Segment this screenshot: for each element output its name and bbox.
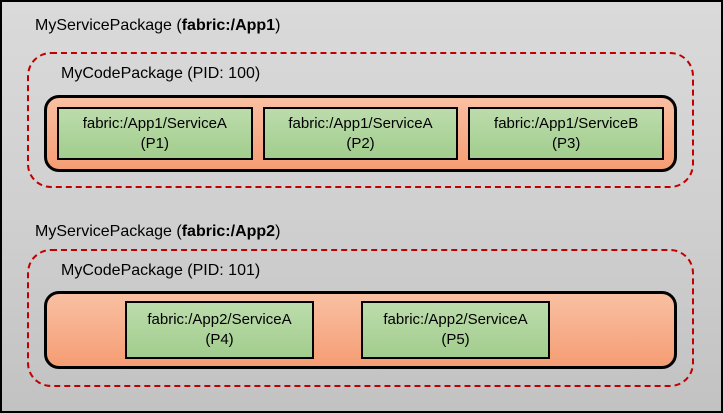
service-process-id: (P5) (441, 331, 470, 348)
title-prefix: MyServicePackage ( (35, 17, 182, 34)
service-instance-box-p5: fabric:/App2/ServiceA (P5) (361, 301, 550, 359)
title-prefix: MyServicePackage ( (35, 223, 182, 240)
service-instance-box-p2: fabric:/App1/ServiceA (P2) (262, 107, 459, 160)
service-process-id: (P4) (205, 331, 234, 348)
service-instance-box-p1: fabric:/App1/ServiceA (P1) (57, 107, 253, 160)
service-instance-box-p3: fabric:/App1/ServiceB (P3) (468, 107, 665, 160)
title-suffix: ) (275, 17, 281, 34)
service-name: fabric:/App1/ServiceA (82, 114, 227, 132)
service-name: fabric:/App1/ServiceB (494, 114, 639, 132)
service-package-title-app1: MyServicePackage (fabric:/App1) (35, 15, 280, 37)
service-name: fabric:/App1/ServiceA (288, 114, 433, 132)
code-package-container-app2: fabric:/App2/ServiceA (P4) fabric:/App2/… (44, 291, 677, 369)
title-suffix: ) (275, 223, 281, 240)
code-package-label-app2: MyCodePackage (PID: 101) (61, 262, 261, 279)
title-app-name: fabric:/App2 (181, 223, 276, 240)
code-package-label-app1: MyCodePackage (PID: 100) (61, 65, 261, 82)
code-package-container-app1: fabric:/App1/ServiceA (P1) fabric:/App1/… (44, 95, 677, 172)
service-instance-box-p4: fabric:/App2/ServiceA (P4) (125, 301, 314, 359)
title-app-name: fabric:/App1 (181, 17, 276, 34)
service-process-id: (P3) (552, 134, 581, 152)
service-package-boundary-app2: MyCodePackage (PID: 101) fabric:/App2/Se… (27, 249, 694, 387)
service-process-id: (P1) (140, 134, 169, 152)
service-name: fabric:/App2/ServiceA (383, 311, 528, 328)
service-package-title-app2: MyServicePackage (fabric:/App2) (35, 221, 280, 243)
service-package-boundary-app1: MyCodePackage (PID: 100) fabric:/App1/Se… (27, 52, 694, 188)
service-process-id: (P2) (346, 134, 375, 152)
service-name: fabric:/App2/ServiceA (147, 311, 292, 328)
